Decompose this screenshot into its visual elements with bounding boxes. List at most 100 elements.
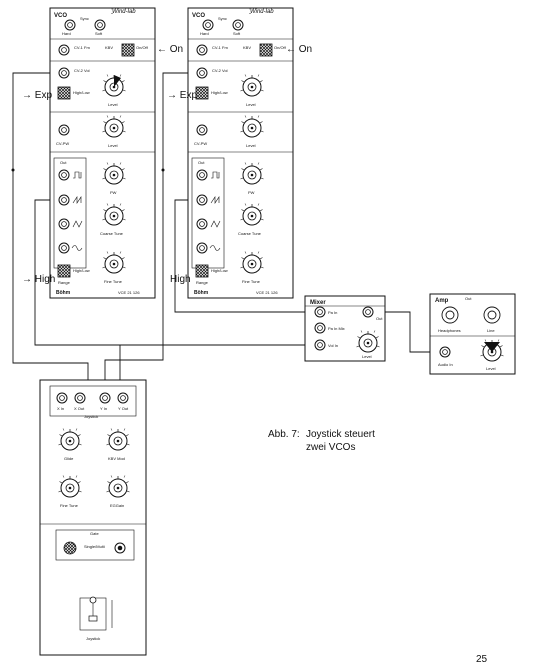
- vco1-sync-label: Sync: [80, 16, 89, 21]
- vco2-saw-jack[interactable]: [196, 194, 208, 206]
- vco2-tri-jack[interactable]: [196, 218, 208, 230]
- vco2-pw: PW: [248, 190, 255, 195]
- vco1-on-off: On/Off: [136, 45, 149, 50]
- vco1-saw-jack[interactable]: [58, 194, 70, 206]
- vco1-fine-tune: Fine Tune: [104, 279, 123, 284]
- vco2-pulse-jack[interactable]: [196, 169, 208, 181]
- vco2-kbv-switch[interactable]: [259, 43, 273, 57]
- vco1-pw: PW: [110, 190, 117, 195]
- joystick-glide: Glide: [64, 456, 74, 461]
- vco1-range: Range: [58, 280, 71, 285]
- mixer-in1: Pa In: [328, 310, 337, 315]
- vco1-high-low-mid: High/Low: [73, 90, 90, 95]
- amp-headphones: Headphones: [438, 328, 461, 333]
- vco2-coarse-tune: Coarse Tune: [238, 231, 262, 236]
- vco2-sync-hard-jack[interactable]: [202, 19, 214, 31]
- vco1-cv-vol: CV-2 Vol: [74, 68, 90, 73]
- vco2-range: Range: [196, 280, 209, 285]
- vco1-cv-pw: CV-PW: [56, 141, 69, 146]
- mixer-in2-jack[interactable]: [314, 322, 326, 334]
- vco2-cv2-jack[interactable]: [196, 67, 208, 79]
- joystick-gate-button[interactable]: [63, 541, 77, 555]
- joystick-jacks-label: Joystick: [84, 414, 98, 419]
- mixer-module: Mixer Pa In Pa In Mix Vol In Out Level: [304, 295, 386, 362]
- vco2-high-low: High/Low: [211, 268, 228, 273]
- arrow-exp-1: → Exp: [22, 90, 52, 101]
- vco1-coarse-tune: Coarse Tune: [100, 231, 124, 236]
- joystick-stick[interactable]: [89, 596, 97, 604]
- joystick-kbv-mod: KBV Mod: [108, 456, 125, 461]
- vco1-sine-jack[interactable]: [58, 242, 70, 254]
- joystick-single-multi: Single/Multi: [84, 544, 105, 549]
- vco2-cv1-jack[interactable]: [196, 44, 208, 56]
- arrow-high-2: High: [170, 274, 191, 285]
- vco2-level-1: Level: [246, 102, 256, 107]
- vco1-model: VCE 21 126: [118, 290, 140, 295]
- vco2-hard-label: Hard: [200, 31, 209, 36]
- patch-cables: [11, 72, 438, 385]
- vco1-brand: ʿ̱Wind-lab: [110, 8, 136, 15]
- vco1-cv-fm: CV-1 Fm: [74, 45, 90, 50]
- vco2-cv-vol: CV-2 Vol: [212, 68, 228, 73]
- vco2-highlow-switch[interactable]: [195, 86, 209, 100]
- mixer-in3: Vol In: [328, 343, 338, 348]
- joystick-fine-tune: Fine Tune: [60, 503, 79, 508]
- caption-fig: Abb. 7:: [268, 429, 300, 440]
- mixer-out-jack[interactable]: [362, 306, 374, 318]
- vco1-level-1: Level: [108, 102, 118, 107]
- mixer-in1-jack[interactable]: [314, 306, 326, 318]
- vco2-sine-jack[interactable]: [196, 242, 208, 254]
- caption-line2: zwei VCOs: [306, 442, 355, 453]
- amp-audio-in-jack[interactable]: [439, 346, 451, 358]
- amp-title: Amp: [435, 298, 449, 304]
- vco1-range-switch[interactable]: [57, 264, 71, 278]
- arrow-high-1: → High: [22, 274, 55, 285]
- vco2-title: VCO: [192, 13, 205, 19]
- vco1-title: VCO: [54, 13, 67, 19]
- cable-vco1-cv: [12, 72, 89, 385]
- mixer-in3-jack[interactable]: [314, 339, 326, 351]
- mixer-level: Level: [362, 354, 372, 359]
- vco1-highlow-switch[interactable]: [57, 86, 71, 100]
- vco1-sync-hard-jack[interactable]: [64, 19, 76, 31]
- amp-audio-in: Audio In: [438, 362, 453, 367]
- mixer-out: Out: [376, 316, 383, 321]
- vco-module-2: VCO ʿ̱Wind-lab Sync Hard Soft CV-1 Fm KB…: [187, 7, 294, 299]
- cable-vco2-cv: [104, 72, 193, 385]
- mixer-in2: Pa In Mix: [328, 326, 345, 331]
- vco1-cv2-jack[interactable]: [58, 67, 70, 79]
- vco1-kbv-switch[interactable]: [121, 43, 135, 57]
- vco2-brand: ʿ̱Wind-lab: [248, 8, 274, 15]
- joystick-x-out-jack[interactable]: [74, 392, 86, 404]
- joystick-stick-label: Joystick: [86, 636, 100, 641]
- joystick-x-in-jack[interactable]: [56, 392, 68, 404]
- vco2-cv-pw: CV-PW: [194, 141, 207, 146]
- vco1-tri-jack[interactable]: [58, 218, 70, 230]
- vco1-pulse-jack[interactable]: [58, 169, 70, 181]
- vco2-sync-soft-jack[interactable]: [232, 19, 244, 31]
- arrow-exp-2: → Exp: [167, 90, 197, 101]
- joystick-x-in: X In: [57, 406, 64, 411]
- vco1-sync-soft-jack[interactable]: [94, 19, 106, 31]
- vco2-level-2: Level: [246, 143, 256, 148]
- vco1-level-2: Level: [108, 143, 118, 148]
- amp-out: Out: [465, 296, 472, 301]
- vco1-cvpw-jack[interactable]: [58, 124, 70, 136]
- amp-module: Amp Out Headphones Line Audio In Level: [429, 293, 516, 375]
- joystick-y-out-jack[interactable]: [117, 392, 129, 404]
- cable-vco2-out: [174, 199, 308, 313]
- arrow-on-2: ← On: [286, 44, 312, 55]
- mixer-title: Mixer: [310, 300, 326, 306]
- vco2-kbv: KBV: [243, 45, 251, 50]
- vco2-cvpw-jack[interactable]: [196, 124, 208, 136]
- vco1-out-label: Out: [60, 160, 67, 165]
- vco1-cv1-jack[interactable]: [58, 44, 70, 56]
- cable-mixer-amp: [375, 311, 438, 353]
- vco2-range-switch[interactable]: [195, 264, 209, 278]
- joystick-gate: Gate: [90, 531, 99, 536]
- vco2-model: VCE 21 126: [256, 290, 278, 295]
- arrow-on-1: ← On: [157, 44, 183, 55]
- joystick-y-in-jack[interactable]: [99, 392, 111, 404]
- joystick-x-out: X Out: [74, 406, 85, 411]
